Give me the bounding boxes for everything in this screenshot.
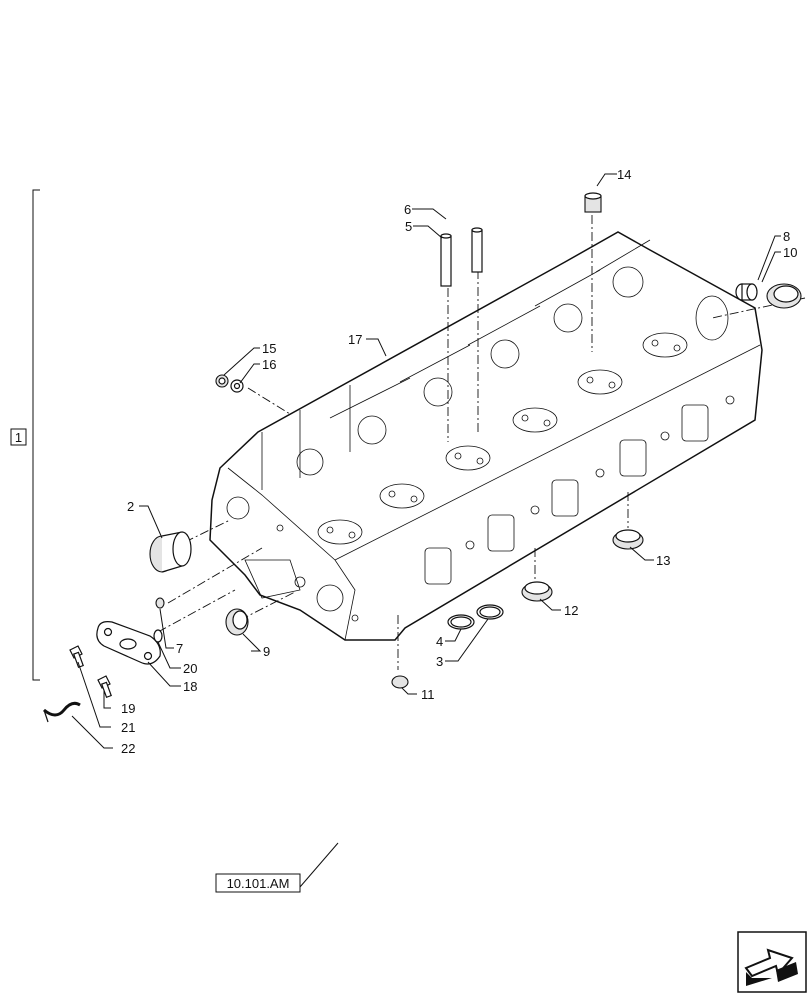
dowel-sleeve-6	[471, 227, 483, 273]
callout-7: 7	[176, 641, 183, 656]
callout-6: 6	[404, 202, 411, 217]
callout-5: 5	[405, 219, 412, 234]
callout-4: 4	[436, 634, 443, 649]
cylinder-head	[209, 231, 763, 641]
leader-lines	[71, 173, 781, 888]
callout-10: 10	[783, 245, 797, 260]
seal-ring-3	[476, 604, 504, 620]
plug-13	[612, 529, 644, 550]
callout-18: 18	[183, 679, 197, 694]
plug-11	[391, 675, 409, 689]
callout-15: 15	[262, 341, 276, 356]
reference-label[interactable]: 10.101.AM	[227, 876, 290, 891]
expansion-plug-2	[149, 531, 192, 573]
callout-13: 13	[656, 553, 670, 568]
strap-22	[43, 701, 81, 723]
callout-22: 22	[121, 741, 135, 756]
callout-19: 19	[121, 701, 135, 716]
callout-17: 17	[348, 332, 362, 347]
reference-box[interactable]: 10.101.AM	[215, 873, 301, 893]
callout-8: 8	[783, 229, 790, 244]
callout-3: 3	[436, 654, 443, 669]
plug-15	[215, 374, 229, 388]
callout-21: 21	[121, 720, 135, 735]
callout-11: 11	[421, 687, 435, 702]
callout-labels: 6 5 14 8 10 15 16 17 2 7 9 20 18 19 21 2…	[121, 167, 797, 756]
bolt-21	[69, 645, 84, 669]
pin-8	[735, 283, 758, 301]
plug-9	[225, 608, 249, 636]
callout-16: 16	[262, 357, 276, 372]
callout-20: 20	[183, 661, 197, 676]
bolt-19	[97, 675, 112, 699]
assembly-label: 1	[15, 430, 22, 445]
callout-12: 12	[564, 603, 578, 618]
plug-7	[155, 597, 165, 609]
alignment-lines	[157, 215, 806, 670]
callout-2: 2	[127, 499, 134, 514]
gasket-20	[153, 629, 163, 643]
dowel-sleeve-5	[440, 233, 452, 287]
callout-9: 9	[263, 644, 270, 659]
callout-14: 14	[617, 167, 631, 182]
plug-12	[521, 581, 553, 602]
assembly-bracket: 1	[10, 189, 40, 681]
next-page-arrow-icon[interactable]	[737, 931, 807, 993]
cover-plate-18	[96, 621, 161, 665]
seal-ring-4	[447, 614, 475, 630]
plug-14	[584, 192, 602, 213]
expansion-plug-10	[766, 283, 802, 309]
